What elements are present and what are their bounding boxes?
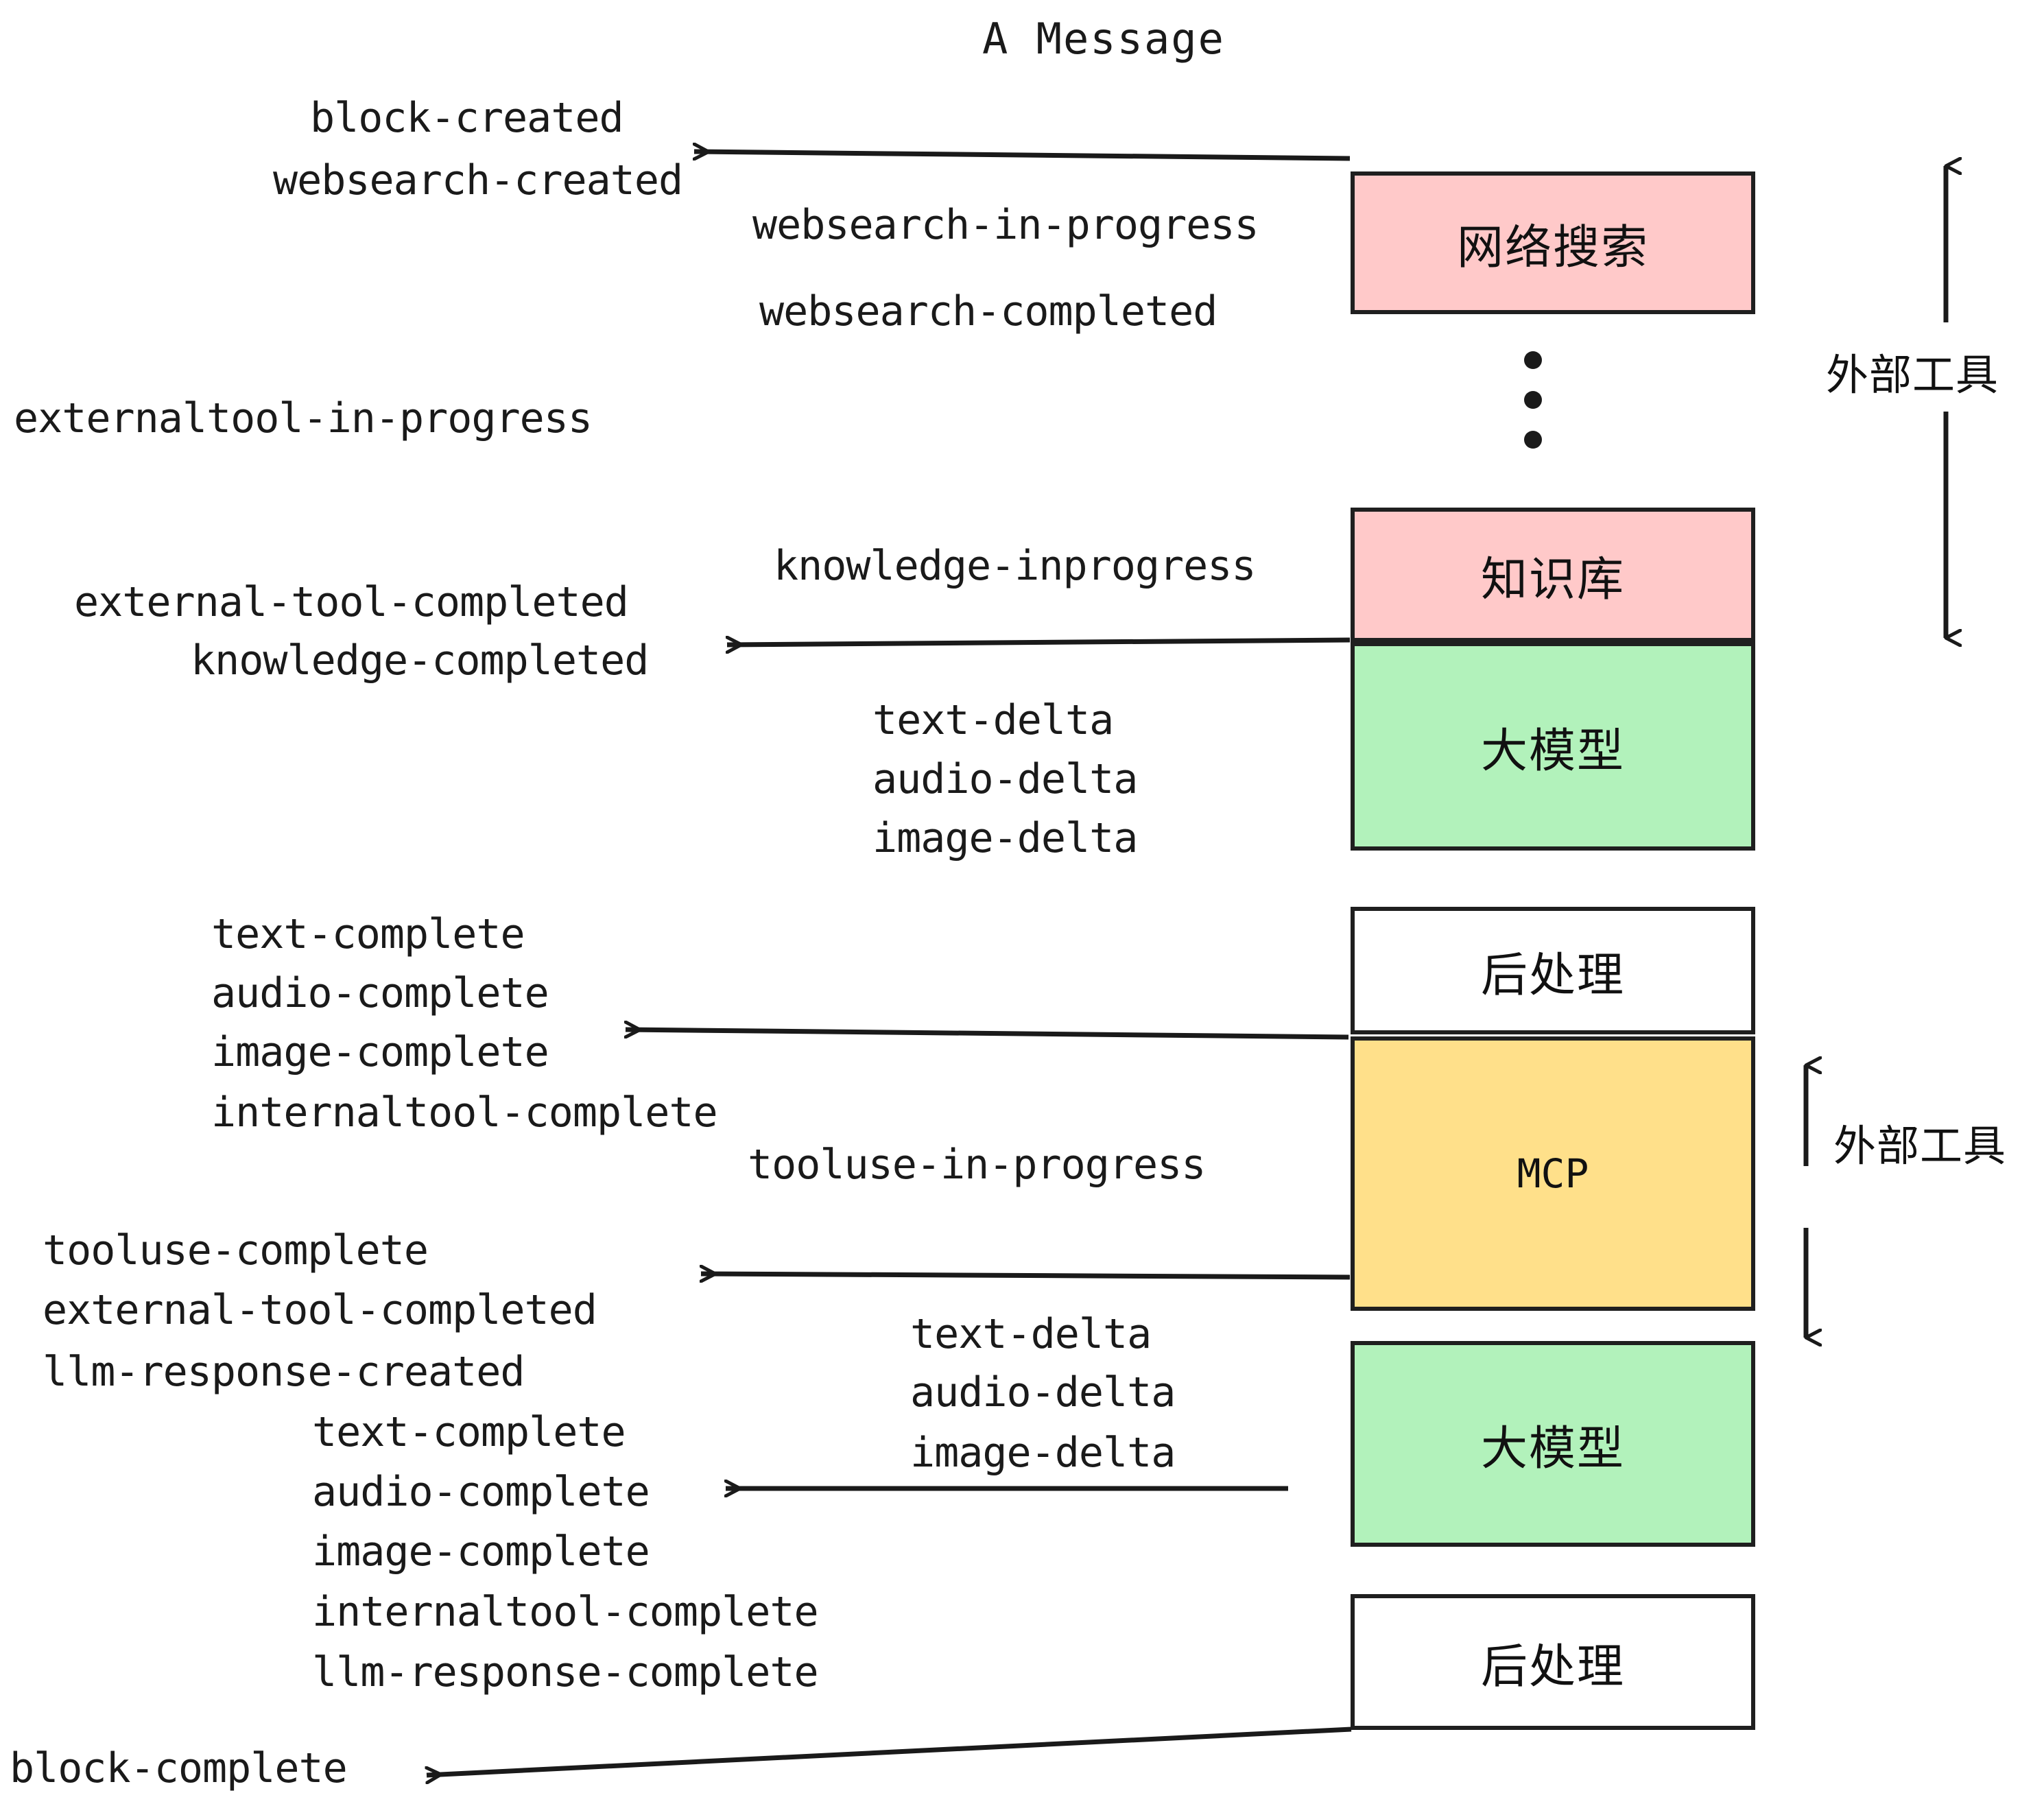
event-text-delta-2: text-delta [910,1310,1152,1358]
event-tooluse-in-progress: tooluse-in-progress [748,1141,1206,1189]
event-internaltool-complete-2: internaltool-complete [312,1588,819,1636]
event-text-complete-1: text-complete [211,910,525,958]
node-knowledge-label: 知识库 [1480,552,1625,607]
node-postprocess-bottom-label: 后处理 [1480,1639,1625,1694]
ellipsis-dot [1524,431,1542,449]
node-knowledge[interactable]: 知识库 [1351,508,1755,642]
event-knowledge-inprogress: knowledge-inprogress [774,542,1256,590]
event-text-delta-1: text-delta [872,696,1114,744]
event-audio-complete-2: audio-complete [312,1468,650,1516]
event-websearch-completed: websearch-completed [759,287,1217,335]
diagram-title: A Message [982,14,1225,64]
node-postprocess-bottom[interactable]: 后处理 [1351,1594,1755,1730]
event-image-delta-2: image-delta [910,1429,1176,1477]
arrow-tooluse-complete [701,1274,1351,1277]
side-label-external-tool-bottom: 外部工具 [1833,1121,2007,1171]
event-audio-delta-1: audio-delta [872,755,1138,803]
event-tooluse-complete: tooluse-complete [43,1226,429,1274]
event-external-tool-completed-2: external-tool-completed [43,1286,597,1334]
event-externaltool-in-progress: externaltool-in-progress [14,394,593,442]
node-mcp[interactable]: MCP [1351,1036,1755,1311]
event-block-created: block-created [310,94,624,142]
arrow-websearch-created [694,152,1351,161]
event-audio-delta-2: audio-delta [910,1368,1176,1416]
arrow-image-complete-1 [626,1030,1349,1040]
event-image-complete-1: image-complete [211,1028,549,1076]
event-external-tool-completed-1: external-tool-completed [74,578,629,626]
event-block-complete: block-complete [10,1744,348,1792]
event-image-delta-1: image-delta [872,814,1138,862]
side-label-external-tool-top: 外部工具 [1826,350,1999,400]
vertical-ellipsis [1524,351,1542,449]
event-image-complete-2: image-complete [312,1528,650,1576]
node-llm-bottom-label: 大模型 [1480,1421,1625,1476]
node-websearch[interactable]: 网络搜索 [1351,171,1755,314]
event-knowledge-completed: knowledge-completed [191,637,649,685]
node-llm-top[interactable]: 大模型 [1351,642,1755,851]
arrow-knowledge-completed [727,640,1351,645]
ellipsis-dot [1524,391,1542,409]
node-llm-top-label: 大模型 [1480,724,1625,779]
ellipsis-dot [1524,351,1542,369]
event-text-complete-2: text-complete [312,1408,626,1456]
node-postprocess-top-label: 后处理 [1480,948,1625,1003]
node-websearch-label: 网络搜索 [1456,220,1649,275]
event-llm-response-complete: llm-response-complete [312,1648,819,1696]
node-postprocess-top[interactable]: 后处理 [1351,907,1755,1034]
event-llm-response-created: llm-response-created [43,1348,525,1396]
event-audio-complete-1: audio-complete [211,969,549,1017]
node-mcp-label: MCP [1517,1150,1589,1197]
event-internaltool-complete-1: internaltool-complete [211,1089,718,1137]
event-websearch-created: websearch-created [273,156,683,204]
arrow-block-complete [427,1726,1352,1775]
event-websearch-in-progress: websearch-in-progress [752,201,1259,249]
node-llm-bottom[interactable]: 大模型 [1351,1341,1755,1547]
